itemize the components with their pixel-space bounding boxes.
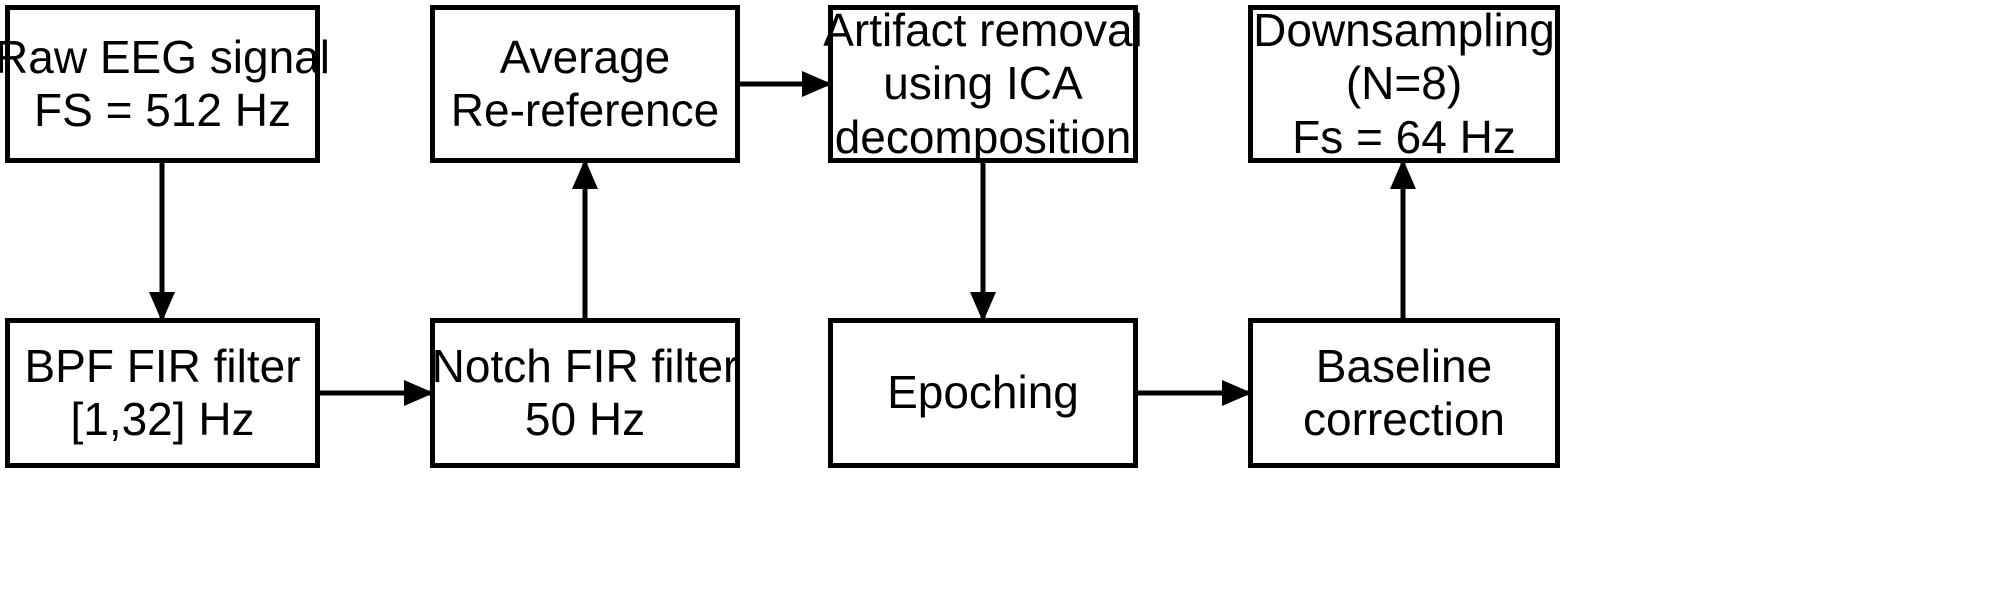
node-epoching[interactable]: Epoching	[828, 318, 1138, 468]
node-label-line: Artifact removal	[823, 3, 1143, 56]
node-label-line: BPF FIR filter	[24, 339, 301, 392]
node-label-line: Raw EEG signal	[0, 30, 330, 83]
node-label-line: correction	[1303, 393, 1505, 445]
node-label-line: Downsampling	[1253, 3, 1555, 56]
node-label-line: Baseline	[1315, 339, 1493, 392]
node-label-line: Average	[499, 30, 671, 83]
node-bpf-fir-filter[interactable]: BPF FIR filter[1,32] Hz	[5, 318, 320, 468]
node-label-line: Epoching	[887, 366, 1079, 419]
node-label-line: Notch FIR filter	[431, 339, 739, 392]
node-label-line: using ICA	[883, 57, 1083, 110]
node-label-line: 50 Hz	[524, 393, 646, 445]
node-label-line: [1,32] Hz	[70, 393, 255, 445]
node-label-line: Re-reference	[450, 84, 720, 136]
node-label-line: FS = 512 Hz	[34, 84, 291, 136]
edges-group	[149, 71, 1416, 406]
node-label-line: decomposition	[834, 110, 1132, 163]
node-label-line: (N=8)	[1345, 57, 1463, 110]
node-downsampling[interactable]: Downsampling(N=8)Fs = 64 Hz	[1248, 3, 1560, 163]
node-label-line: Fs = 64 Hz	[1292, 110, 1516, 163]
